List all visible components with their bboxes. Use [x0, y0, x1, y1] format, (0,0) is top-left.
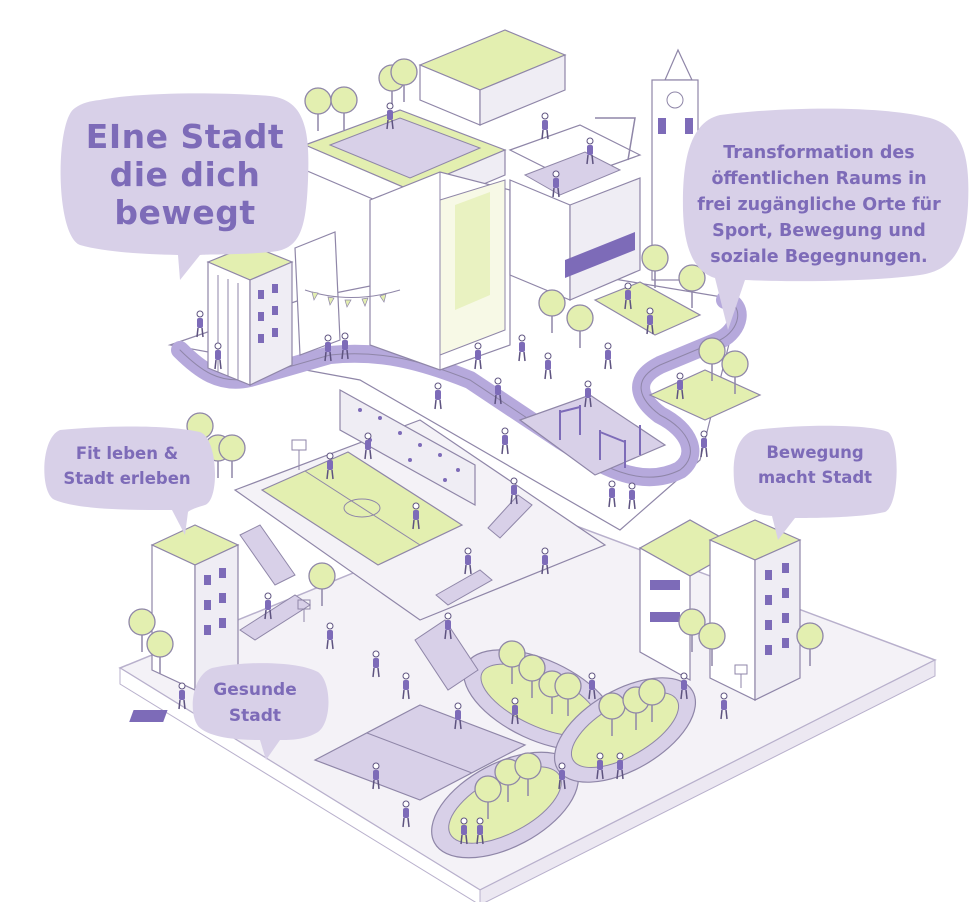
transformation-line: frei zugängliche Orte für — [697, 195, 941, 215]
slogan-main-line: EIne Stadt — [85, 117, 285, 156]
bubble-gesund — [192, 663, 329, 760]
lower-basketball-court — [313, 704, 527, 801]
transformation-line: Transformation des — [723, 143, 915, 163]
gesunde-stadt-text: Gesunde Stadt — [196, 677, 314, 729]
fitness-lawn — [593, 281, 702, 336]
gesunde-stadt-line: Gesunde — [213, 680, 297, 700]
basketball-hoop-icon — [291, 439, 748, 688]
slogan-main-line: bewegt — [114, 193, 256, 232]
fit-leben-line: Stadt erleben — [63, 469, 191, 488]
bubble-fit — [44, 426, 216, 535]
slogan-main-line: die dich — [109, 155, 261, 194]
bubble-bewegung — [733, 425, 897, 540]
bubble-transformation — [682, 108, 969, 331]
fit-leben-line: Fit leben & — [75, 444, 179, 463]
central-building — [303, 109, 511, 371]
bewegung-text: Bewegung macht Stadt — [740, 440, 890, 490]
transformation-line: soziale Begegnungen. — [710, 247, 928, 267]
climbing-wall — [339, 388, 476, 507]
lower-left-building — [150, 524, 240, 691]
bewegung-line: Bewegung — [766, 443, 864, 462]
calisthenics-area — [518, 394, 667, 476]
bewegung-line: macht Stadt — [757, 468, 873, 487]
transformation-text: Transformation des öffentlichen Raums in… — [688, 140, 950, 270]
fit-leben-text: Fit leben & Stadt erleben — [42, 441, 212, 491]
transformation-line: Sport, Bewegung und — [712, 221, 926, 241]
bubble-main — [60, 93, 309, 280]
transformation-line: öffentlichen Raums in — [711, 169, 927, 189]
indoor-football-court — [260, 451, 464, 566]
gesunde-stadt-line: Stadt — [228, 706, 282, 726]
stairs — [239, 494, 533, 691]
slogan-main: EIne Stadt die dich bewegt — [60, 118, 310, 232]
diving-board — [595, 117, 636, 161]
